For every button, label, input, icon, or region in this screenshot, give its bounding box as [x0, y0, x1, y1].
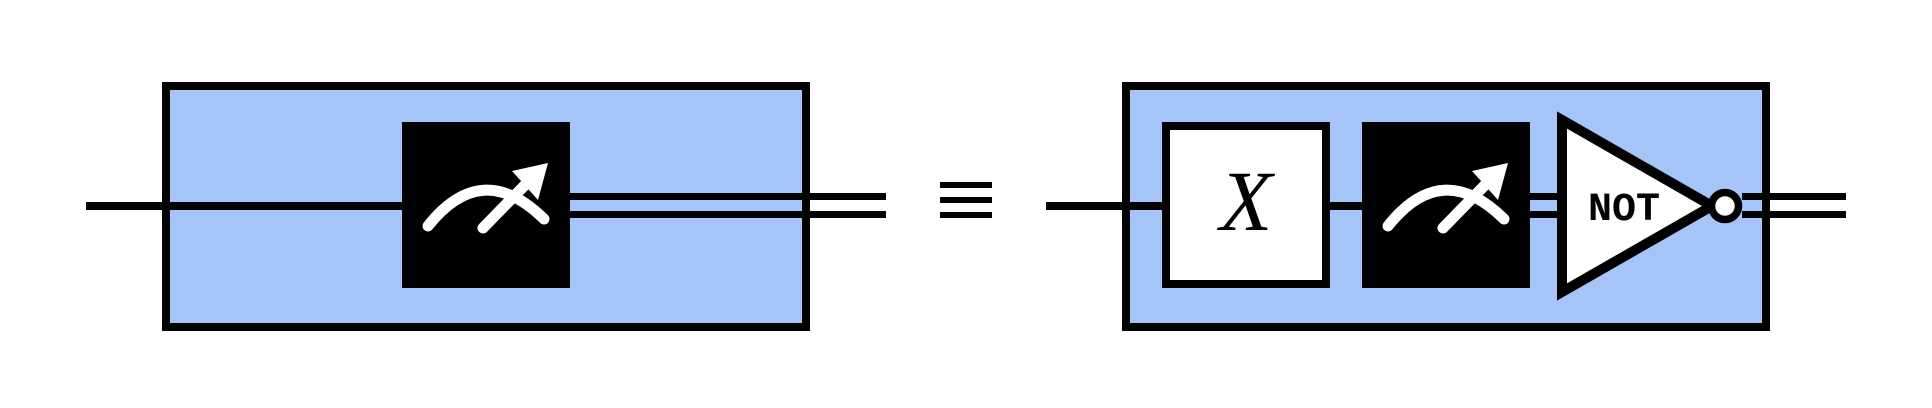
right-mid-quantum-wire [1326, 202, 1366, 210]
equivalence-bar [940, 212, 992, 218]
not-gate-triangle [1557, 111, 1723, 301]
measurement-gate [1362, 122, 1530, 288]
x-gate: X [1162, 122, 1330, 288]
not-gate: NOT [1557, 111, 1743, 301]
not-gate-label: NOT [1588, 188, 1660, 233]
right-output-classical-wire-top [1742, 193, 1846, 200]
meter-icon [422, 163, 550, 234]
right-output-classical-wire-bottom [1742, 211, 1846, 218]
left-output-classical-wire-top [570, 193, 886, 200]
equivalence-bar [940, 182, 992, 188]
left-input-quantum-wire [86, 202, 402, 210]
equivalence-symbol [940, 182, 992, 218]
not-gate-bubble [1707, 188, 1743, 224]
left-output-classical-wire-bottom [570, 211, 886, 218]
right-classical-wire-top [1530, 193, 1570, 200]
x-gate-label: X [1219, 153, 1273, 249]
right-input-quantum-wire [1046, 202, 1166, 210]
measurement-gate [402, 122, 570, 288]
right-classical-wire-bottom [1530, 211, 1570, 218]
equivalence-bar [940, 197, 992, 203]
meter-icon [1382, 163, 1510, 234]
